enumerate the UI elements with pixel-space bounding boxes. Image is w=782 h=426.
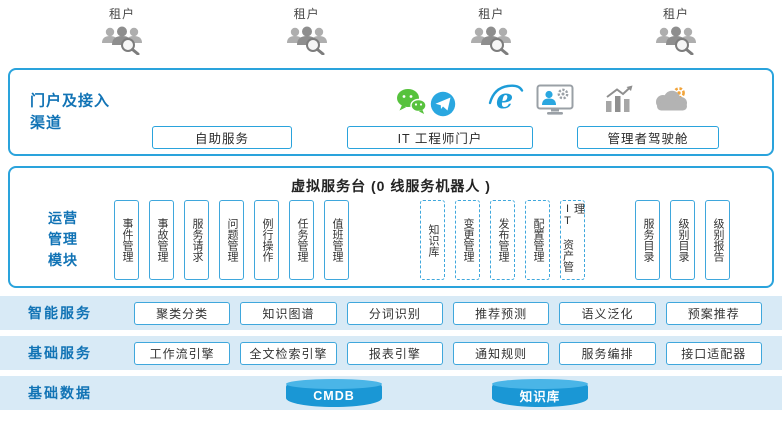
service-box: 聚类分类 [134,301,231,325]
ops-module-box: 事故管理 [149,200,174,280]
ops-module-box-dashed: IT 资产管理 [560,200,585,280]
database-label: CMDB [313,388,355,403]
ops-module-box: 任务管理 [289,200,314,280]
paper-plane-icon [430,91,456,117]
tenant-label: 租户 [662,7,689,21]
tenants-row: 租户 租户 租户 [0,5,782,60]
ops-module-box: 问题管理 [219,200,244,280]
service-box: 报表引擎 [346,341,443,365]
tenant-2: 租户 [271,5,343,60]
database-icon-knowledge-base: 知识库 [492,379,588,407]
portal-box-manager-cockpit: 管理者驾驶舱 [577,126,719,149]
basic-data-band: 基础数据 CMDB 知识库 [0,376,782,410]
ops-module-box: 服务请求 [184,200,209,280]
tenant-group-icon [653,24,699,60]
ie-browser-icon: e [488,82,524,115]
basic-services-band: 基础服务 工作流引擎 全文检索引擎 报表引擎 通知规则 服务编排 接口适配器 [0,336,782,370]
database-label: 知识库 [519,390,561,404]
ops-module-box-dashed: 配置管理 [525,200,550,280]
tenant-group-icon [99,24,145,60]
service-box: 预案推荐 [665,301,762,325]
virtual-service-desk-title: 虚拟服务台 (0 线服务机器人 ) [291,178,491,194]
intelligent-services-items: 聚类分类 知识图谱 分词识别 推荐预测 语义泛化 预案推荐 [134,301,782,325]
intelligent-services-band: 智能服务 聚类分类 知识图谱 分词识别 推荐预测 语义泛化 预案推荐 [0,296,782,330]
operations-modules: 事件管理 事故管理 服务请求 问题管理 例行操作 任务管理 值班管理 知识库 变… [114,200,730,280]
service-box: 推荐预测 [452,301,550,325]
basic-data-items: CMDB 知识库 [134,379,782,407]
service-box: 工作流引擎 [134,341,231,365]
cloud-gear-icon [652,85,690,113]
portal-box-self-service: 自助服务 [152,126,292,149]
portal-section-title: 门户及接入 渠道 [30,92,111,131]
ops-module-box: 事件管理 [114,200,139,280]
tenant-label: 租户 [108,7,135,21]
wechat-icon [396,88,427,115]
operations-section: 虚拟服务台 (0 线服务机器人 ) 运营 管理 模块 事件管理 事故管理 服务请… [8,166,774,288]
portal-section: 门户及接入 渠道 e [8,68,774,156]
basic-services-items: 工作流引擎 全文检索引擎 报表引擎 通知规则 服务编排 接口适配器 [134,341,782,365]
service-box: 接口适配器 [665,341,762,365]
database-icon-cmdb: CMDB [286,379,382,407]
ops-module-box-dashed: 知识库 [420,200,445,280]
ops-module-box-dashed: 发布管理 [490,200,515,280]
ops-module-box: 级别报告 [705,200,730,280]
engineer-monitor-icon [536,84,574,115]
tenant-label: 租户 [293,7,320,21]
service-box: 全文检索引擎 [240,341,337,365]
ops-module-box: 级别目录 [670,200,695,280]
basic-services-title: 基础服务 [28,345,92,361]
ops-module-box-dashed: 变更管理 [455,200,480,280]
tenant-3: 租户 [455,5,527,60]
tenant-group-icon [284,24,330,60]
tenant-1: 租户 [86,5,158,60]
operations-section-title: 运营 管理 模块 [48,210,78,268]
basic-data-title: 基础数据 [28,385,92,401]
tenant-4: 租户 [640,5,712,60]
portal-box-it-engineer-portal: IT 工程师门户 [347,126,533,149]
ops-module-box: 例行操作 [254,200,279,280]
tenant-group-icon [468,24,514,60]
bar-chart-icon [602,84,636,114]
service-box: 服务编排 [559,341,656,365]
svg-text:e: e [496,84,513,114]
service-box: 知识图谱 [240,301,337,325]
ops-module-box: 服务目录 [635,200,660,280]
ops-module-box: 值班管理 [324,200,349,280]
intelligent-services-title: 智能服务 [28,305,92,321]
tenant-label: 租户 [478,7,505,21]
service-box: 分词识别 [346,301,443,325]
service-box: 语义泛化 [559,301,656,325]
service-box: 通知规则 [452,341,550,365]
